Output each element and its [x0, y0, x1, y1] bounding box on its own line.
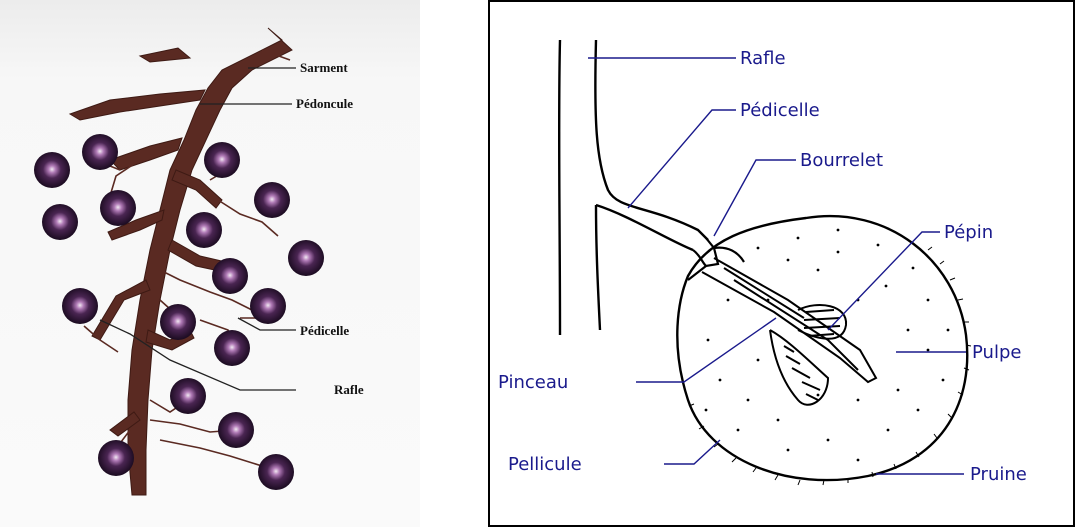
label-pinceau: Pinceau — [498, 372, 568, 393]
grape-cluster-illustration: Sarment Pédoncule Pédicelle Rafle — [0, 0, 420, 527]
label-pruine: Pruine — [970, 464, 1027, 485]
berry — [34, 152, 70, 188]
label-pulpe: Pulpe — [972, 342, 1021, 363]
berry — [170, 378, 206, 414]
berry — [258, 454, 294, 490]
label-pellicule: Pellicule — [508, 454, 582, 475]
berry — [204, 142, 240, 178]
berry — [82, 134, 118, 170]
berry — [212, 258, 248, 294]
berry — [62, 288, 98, 324]
berry — [100, 190, 136, 226]
label-bourrelet: Bourrelet — [800, 150, 883, 171]
berry — [160, 304, 196, 340]
label-rafle: Rafle — [334, 382, 364, 397]
label-pepin: Pépin — [944, 222, 993, 243]
label-pedicelle: Pédicelle — [300, 323, 349, 338]
label-pedicelle: Pédicelle — [740, 100, 820, 121]
diagram-frame — [489, 1, 1074, 526]
berry-cross-section-diagram: Rafle Pédicelle Bourrelet Pépin Pulpe Pi… — [488, 0, 1075, 527]
berry — [218, 412, 254, 448]
label-rafle: Rafle — [740, 48, 786, 69]
berry — [98, 440, 134, 476]
label-pedoncule: Pédoncule — [296, 96, 353, 111]
label-sarment: Sarment — [300, 60, 348, 75]
berry — [288, 240, 324, 276]
berry-section-svg: Rafle Pédicelle Bourrelet Pépin Pulpe Pi… — [488, 0, 1075, 527]
berry — [214, 330, 250, 366]
grape-cluster-svg: Sarment Pédoncule Pédicelle Rafle — [0, 0, 420, 527]
berry — [254, 182, 290, 218]
berry — [42, 204, 78, 240]
berry — [250, 288, 286, 324]
berry — [186, 212, 222, 248]
